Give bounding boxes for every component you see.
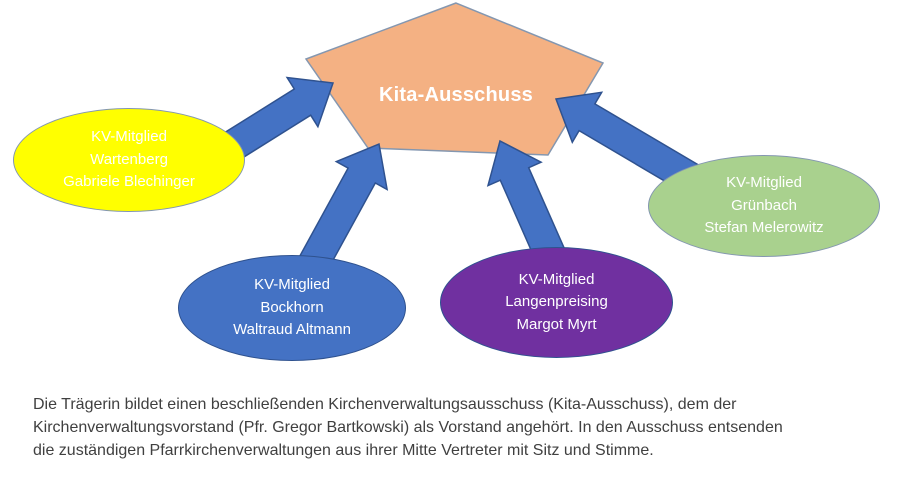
node-line: Margot Myrt <box>516 315 597 333</box>
node-line: KV-Mitglied <box>726 174 802 192</box>
node-bockhorn[interactable]: KV-Mitglied Bockhorn Waltraud Altmann <box>178 255 406 361</box>
node-line: KV-Mitglied <box>91 128 167 146</box>
caption-line: Kirchenverwaltungsvorstand (Pfr. Gregor … <box>33 419 783 436</box>
pentagon-label: Kita-Ausschuss <box>379 84 533 106</box>
node-line: KV-Mitglied <box>254 276 330 294</box>
node-line: KV-Mitglied <box>518 270 595 288</box>
node-line: Langenpreising <box>505 293 608 311</box>
node-line: Bockhorn <box>260 298 324 316</box>
node-line: Waltraud Altmann <box>233 321 351 339</box>
node-wartenberg[interactable]: KV-Mitglied Wartenberg Gabriele Bleching… <box>13 108 245 212</box>
pentagon-shape[interactable] <box>304 2 605 156</box>
node-line: Stefan Melerowitz <box>704 219 824 237</box>
node-line: Grünbach <box>731 196 797 214</box>
node-langenpreising[interactable]: KV-Mitglied Langenpreising Margot Myrt <box>440 247 673 358</box>
node-line: Gabriele Blechinger <box>63 173 195 191</box>
caption-text: Die Trägerin bildet einen beschließenden… <box>33 393 783 462</box>
diagram-shapes <box>192 2 716 277</box>
node-line: Wartenberg <box>90 150 168 168</box>
node-gruenbach[interactable]: KV-Mitglied Grünbach Stefan Melerowitz <box>648 155 880 257</box>
caption-line: die zuständigen Pfarrkirchenverwaltungen… <box>33 442 654 459</box>
arrow-bockhorn[interactable] <box>296 142 389 277</box>
caption-line: Die Trägerin bildet einen beschließenden… <box>33 396 737 413</box>
